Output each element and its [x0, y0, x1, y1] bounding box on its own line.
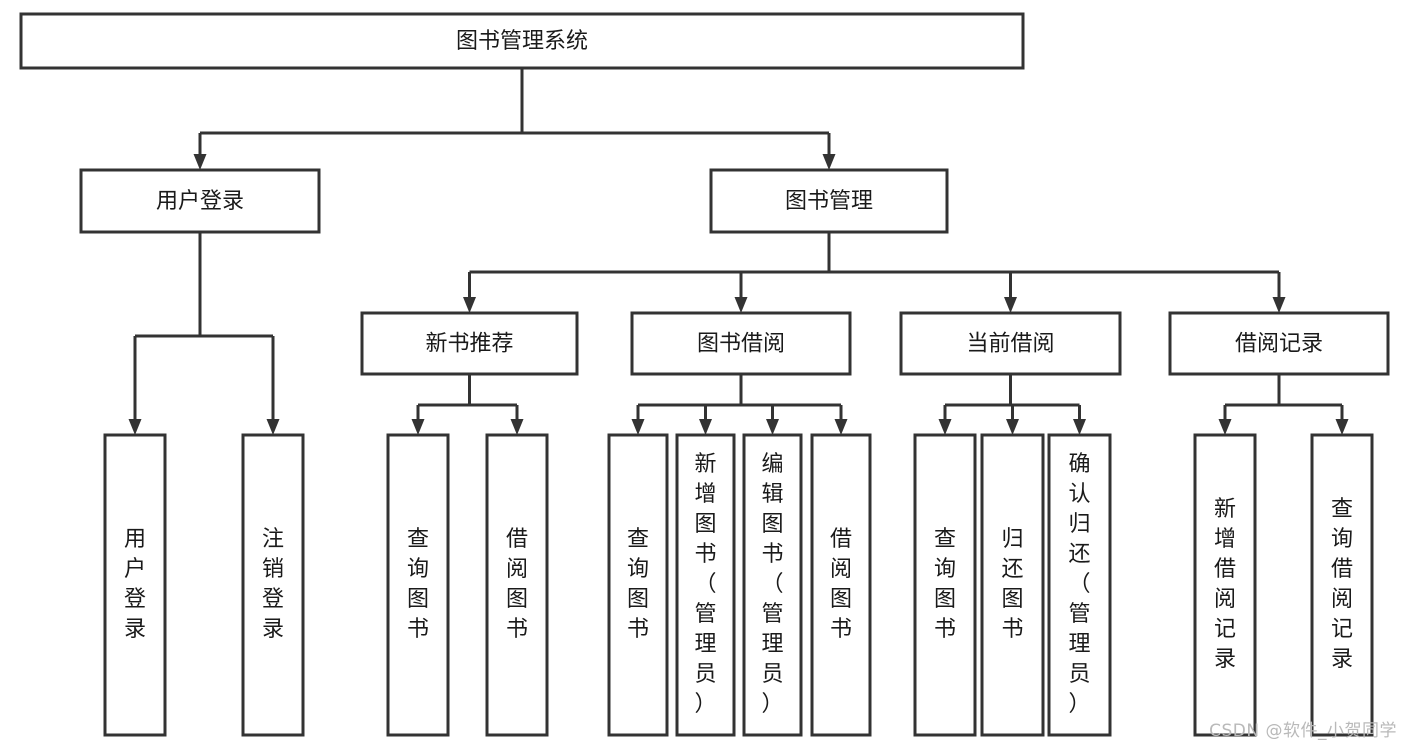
- arrowhead-icon: [463, 297, 476, 313]
- node-newbook[interactable]: 新书推荐: [360, 311, 579, 376]
- edge-group-current: [938, 374, 1086, 435]
- node-label: 确认归还（管理员）: [1068, 452, 1090, 717]
- arrowhead-icon: [411, 419, 425, 435]
- arrowhead-icon: [266, 419, 280, 435]
- node-current[interactable]: 当前借阅: [899, 311, 1122, 376]
- node-records[interactable]: 借阅记录: [1168, 311, 1390, 376]
- arrowhead-icon: [822, 154, 836, 170]
- node-leaf-borrow-edit[interactable]: 编辑图书（管理员）: [742, 433, 803, 737]
- node-leaf-records-add[interactable]: 新增借阅记录: [1193, 433, 1257, 737]
- node-label: 查询图书: [627, 527, 649, 642]
- node-label: 注销登录: [262, 527, 284, 642]
- arrowhead-icon: [1218, 419, 1232, 435]
- node-leaf-newbook-borrow[interactable]: 借阅图书: [485, 433, 549, 737]
- edges-layer: [128, 68, 1349, 435]
- node-box: [386, 433, 450, 737]
- node-label: 查询图书: [934, 527, 956, 642]
- arrowhead-icon: [128, 419, 142, 435]
- node-box: [79, 168, 321, 234]
- arrowhead-icon: [510, 419, 524, 435]
- node-box: [742, 433, 803, 737]
- arrowhead-icon: [631, 419, 645, 435]
- node-label: 新增借阅记录: [1214, 497, 1236, 672]
- edge-group-root: [193, 68, 836, 170]
- arrowhead-icon: [1335, 419, 1349, 435]
- node-box: [675, 433, 736, 737]
- arrowhead-icon: [766, 419, 779, 435]
- node-label: 图书借阅: [697, 332, 785, 357]
- node-box: [810, 433, 872, 737]
- node-box: [630, 311, 852, 376]
- arrowhead-icon: [1073, 419, 1086, 435]
- arrowhead-icon: [1004, 297, 1017, 313]
- nodes-layer: 图书管理系统用户登录图书管理新书推荐图书借阅当前借阅借阅记录用户登录注销登录查询…: [19, 12, 1390, 737]
- arrowhead-icon: [193, 154, 207, 170]
- node-label: 图书管理: [785, 189, 873, 214]
- node-box: [103, 433, 167, 737]
- node-leaf-user-logout[interactable]: 注销登录: [241, 433, 305, 737]
- node-box: [913, 433, 977, 737]
- edge-group-borrow: [631, 374, 848, 435]
- node-leaf-records-query[interactable]: 查询借阅记录: [1310, 433, 1374, 737]
- node-label: 新增图书（管理员）: [694, 452, 716, 717]
- node-label: 当前借阅: [966, 332, 1054, 357]
- node-box: [1168, 311, 1390, 376]
- node-leaf-borrow-lend[interactable]: 借阅图书: [810, 433, 872, 737]
- arrowhead-icon: [834, 419, 848, 435]
- node-box: [360, 311, 579, 376]
- edge-group-login: [128, 232, 280, 435]
- node-label: 查询借阅记录: [1331, 497, 1353, 672]
- node-login[interactable]: 用户登录: [79, 168, 321, 234]
- edge-group-records: [1218, 374, 1349, 435]
- node-box: [899, 311, 1122, 376]
- arrowhead-icon: [699, 419, 712, 435]
- node-root[interactable]: 图书管理系统: [19, 12, 1025, 70]
- node-label: 借阅图书: [830, 527, 852, 642]
- node-leaf-current-query[interactable]: 查询图书: [913, 433, 977, 737]
- edge-group-newbook: [411, 374, 524, 435]
- edge-group-bookmgmt: [463, 232, 1286, 313]
- node-bookmgmt[interactable]: 图书管理: [709, 168, 949, 234]
- node-box: [1310, 433, 1374, 737]
- node-label: 新书推荐: [425, 332, 513, 357]
- node-box: [1047, 433, 1112, 737]
- node-box: [485, 433, 549, 737]
- node-label: 编辑图书（管理员）: [761, 452, 783, 717]
- node-box: [19, 12, 1025, 70]
- node-borrow[interactable]: 图书借阅: [630, 311, 852, 376]
- node-leaf-borrow-query[interactable]: 查询图书: [607, 433, 669, 737]
- arrowhead-icon: [734, 297, 748, 313]
- arrowhead-icon: [1272, 297, 1286, 313]
- node-box: [1193, 433, 1257, 737]
- node-label: 借阅图书: [506, 527, 528, 642]
- node-label: 借阅记录: [1235, 332, 1323, 357]
- node-leaf-user-login[interactable]: 用户登录: [103, 433, 167, 737]
- node-box: [241, 433, 305, 737]
- node-label: 用户登录: [156, 189, 244, 214]
- arrowhead-icon: [1006, 419, 1019, 435]
- node-leaf-borrow-add[interactable]: 新增图书（管理员）: [675, 433, 736, 737]
- node-box: [607, 433, 669, 737]
- node-label: 用户登录: [124, 527, 146, 642]
- node-leaf-newbook-query[interactable]: 查询图书: [386, 433, 450, 737]
- node-box: [709, 168, 949, 234]
- node-label: 归还图书: [1001, 527, 1023, 642]
- node-leaf-current-confirm[interactable]: 确认归还（管理员）: [1047, 433, 1112, 737]
- node-label: 图书管理系统: [456, 29, 588, 54]
- node-label: 查询图书: [407, 527, 429, 642]
- arrowhead-icon: [938, 419, 952, 435]
- node-box: [980, 433, 1045, 737]
- node-leaf-current-return[interactable]: 归还图书: [980, 433, 1045, 737]
